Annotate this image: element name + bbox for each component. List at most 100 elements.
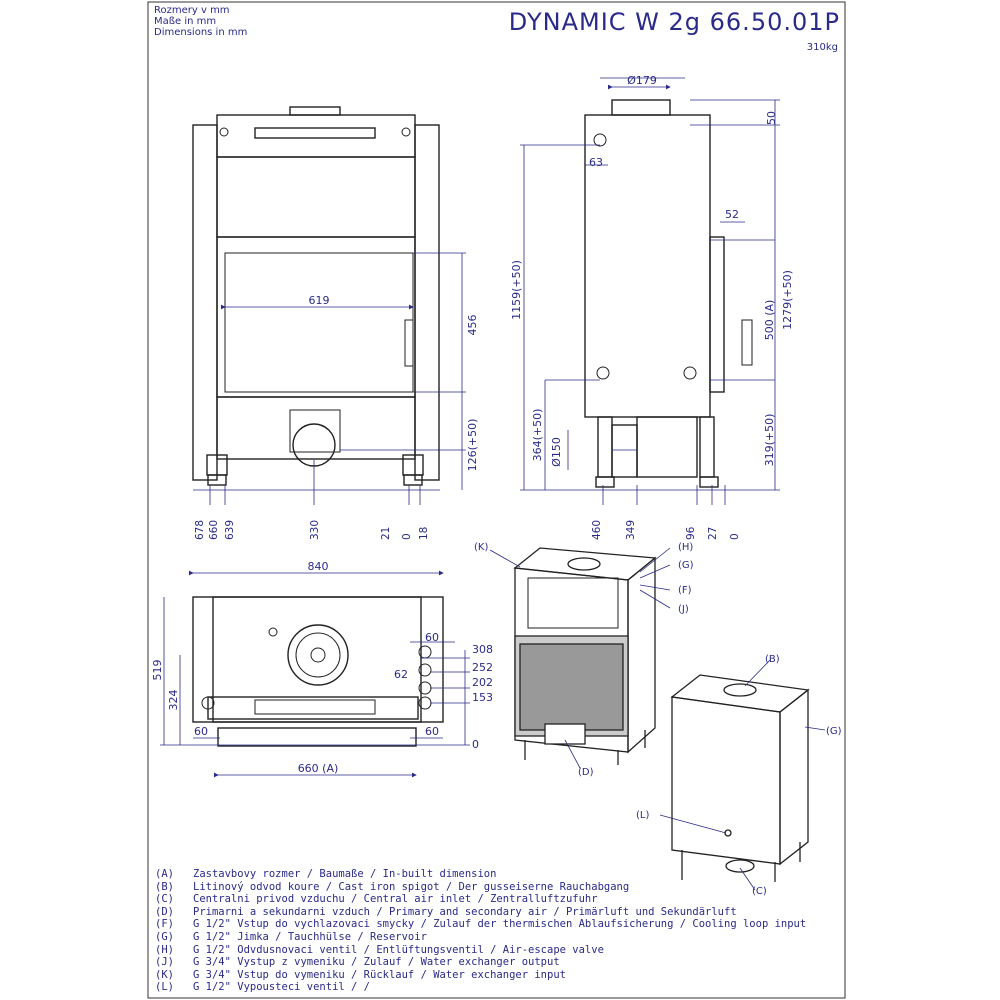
dim-60-right-top: 60 bbox=[425, 631, 439, 644]
dim-50: 50 bbox=[765, 111, 778, 125]
dim-308: 308 bbox=[472, 643, 493, 656]
callout-labels: (K) (H) (G) (F) (J) (D) (B) (G) (L) (C) bbox=[474, 542, 842, 897]
legend-key: (K) bbox=[155, 968, 174, 981]
dim-678: 678 bbox=[194, 520, 206, 540]
callout-l: (L) bbox=[636, 810, 649, 821]
callout-g2: (G) bbox=[826, 726, 842, 737]
legend-key: (L) bbox=[155, 981, 174, 994]
dim-150: Ø150 bbox=[550, 437, 563, 467]
iso-front-view bbox=[513, 547, 657, 765]
legend-row: (B) Litinový odvod koure / Cast iron spig… bbox=[155, 881, 806, 894]
legend-text: Centralni privod vzduchu / Central air i… bbox=[193, 893, 598, 906]
legend-text: G 1/2" Vypousteci ventil / / bbox=[193, 981, 371, 994]
callout-b: (B) bbox=[765, 654, 780, 665]
dim-0c: 0 bbox=[472, 738, 479, 751]
top-view bbox=[192, 596, 444, 747]
units-note: Rozmery v mm Maße in mm Dimensions in mm bbox=[154, 5, 247, 38]
top-dimensions bbox=[160, 570, 470, 778]
legend-row: (D) Primarni a sekundarni vzduch / Primar… bbox=[155, 906, 806, 919]
callout-j: (J) bbox=[678, 604, 689, 615]
legend-key: (B) bbox=[155, 880, 174, 893]
dim-456: 456 bbox=[466, 315, 479, 336]
dim-639: 639 bbox=[224, 520, 236, 540]
dim-18: 18 bbox=[418, 527, 430, 540]
dim-660: 660 bbox=[208, 520, 220, 540]
legend-row: (H) G 1/2" Odvdusnovaci ventil / Entlüftu… bbox=[155, 944, 806, 957]
dim-96: 96 bbox=[685, 526, 697, 540]
dim-126: 126(+50) bbox=[466, 419, 479, 472]
legend-text: Primarni a sekundarni vzduch / Primary a… bbox=[193, 905, 737, 918]
callout-lines bbox=[489, 547, 826, 891]
callout-k: (K) bbox=[474, 542, 488, 553]
callout-h: (H) bbox=[678, 542, 693, 553]
units-de: Maße in mm bbox=[154, 16, 217, 27]
legend-text: G 3/4" Vstup do vymeniku / Rücklauf / Wa… bbox=[193, 968, 566, 981]
front-bottom-dims: 678 660 639 330 21 0 18 bbox=[194, 520, 430, 540]
dim-0: 0 bbox=[401, 533, 413, 540]
dim-619: 619 bbox=[309, 294, 330, 307]
dim-349: 349 bbox=[625, 520, 637, 540]
front-view bbox=[192, 106, 440, 486]
legend-row: (C) Centralni privod vzduchu / Central ai… bbox=[155, 893, 806, 906]
product-weight: 310kg bbox=[806, 42, 838, 53]
dim-319: 319(+50) bbox=[763, 414, 776, 467]
side-view bbox=[584, 99, 753, 488]
dim-52: 52 bbox=[725, 208, 739, 221]
dim-179: Ø179 bbox=[627, 74, 657, 87]
legend-key: (D) bbox=[155, 905, 174, 918]
dim-60-right-bottom: 60 bbox=[425, 725, 439, 738]
legend-row: (L) G 1/2" Vypousteci ventil / / bbox=[155, 981, 806, 994]
dim-324: 324 bbox=[167, 690, 180, 711]
dim-364: 364(+50) bbox=[531, 409, 544, 462]
dim-202: 202 bbox=[472, 676, 493, 689]
dim-330: 330 bbox=[309, 520, 321, 540]
dim-21: 21 bbox=[380, 527, 392, 540]
dim-0b: 0 bbox=[729, 533, 741, 540]
units-en: Dimensions in mm bbox=[154, 27, 248, 38]
legend-key: (A) bbox=[155, 868, 174, 880]
legend-row: (F) G 1/2" Vstup do vychlazovaci smycky /… bbox=[155, 918, 806, 931]
legend: (A) Zastavbovy rozmer / Baumaße / In-buil… bbox=[155, 868, 806, 994]
top-right-stack: 308 252 202 153 0 bbox=[472, 643, 493, 751]
dim-840: 840 bbox=[308, 560, 329, 573]
legend-text: G 1/2" Vstup do vychlazovaci smycky / Zu… bbox=[193, 918, 807, 931]
dim-1279: 1279(+50) bbox=[781, 270, 794, 330]
legend-row: (G)G 1/2" Jimka / Tauchhülse / Reservoir bbox=[155, 931, 806, 944]
legend-text: G 1/2" Odvdusnovaci ventil / Entlüftungs… bbox=[193, 943, 604, 956]
dim-660-a: 660 (A) bbox=[298, 762, 339, 775]
dim-519: 519 bbox=[151, 660, 164, 681]
dim-62: 62 bbox=[394, 668, 408, 681]
dim-63: 63 bbox=[589, 156, 603, 169]
sheet-frame bbox=[147, 1, 846, 999]
callout-c: (C) bbox=[752, 886, 767, 897]
legend-key: (F) bbox=[155, 918, 174, 931]
legend-text: G 3/4" Vystup z vymeniku / Zulauf / Wate… bbox=[193, 956, 560, 969]
dim-60-left: 60 bbox=[194, 725, 208, 738]
product-title: DYNAMIC W 2g 66.50.01P bbox=[508, 8, 840, 36]
units-cz: Rozmery v mm bbox=[154, 5, 230, 16]
callout-g: (G) bbox=[678, 560, 694, 571]
legend-row: (A) Zastavbovy rozmer / Baumaße / In-buil… bbox=[155, 868, 806, 881]
iso-rear-view bbox=[670, 674, 810, 882]
side-dimensions bbox=[520, 77, 780, 505]
legend-key: (H) bbox=[155, 943, 174, 956]
side-bottom-dims: 460 349 96 27 0 bbox=[591, 520, 741, 540]
legend-text: Litinový odvod koure / Cast iron spigot … bbox=[193, 880, 630, 893]
legend-row: (K) G 3/4" Vstup do vymeniku / Rücklauf /… bbox=[155, 969, 806, 982]
dim-500: 500 (A) bbox=[763, 300, 776, 341]
legend-text: Zastavbovy rozmer / Baumaße / In-built d… bbox=[193, 868, 497, 880]
callout-f: (F) bbox=[678, 585, 692, 596]
front-dimensions bbox=[193, 252, 466, 505]
legend-key: (C) bbox=[155, 893, 174, 906]
dim-1159: 1159(+50) bbox=[510, 260, 523, 320]
dim-460: 460 bbox=[591, 520, 603, 540]
legend-text: G 1/2" Jimka / Tauchhülse / Reservoir bbox=[193, 930, 427, 943]
dim-252: 252 bbox=[472, 661, 493, 674]
legend-row: (J) G 3/4" Vystup z vymeniku / Zulauf / W… bbox=[155, 956, 806, 969]
legend-key: (J) bbox=[155, 956, 174, 969]
callout-d: (D) bbox=[578, 767, 594, 778]
dim-153: 153 bbox=[472, 691, 493, 704]
dim-27: 27 bbox=[707, 527, 719, 540]
